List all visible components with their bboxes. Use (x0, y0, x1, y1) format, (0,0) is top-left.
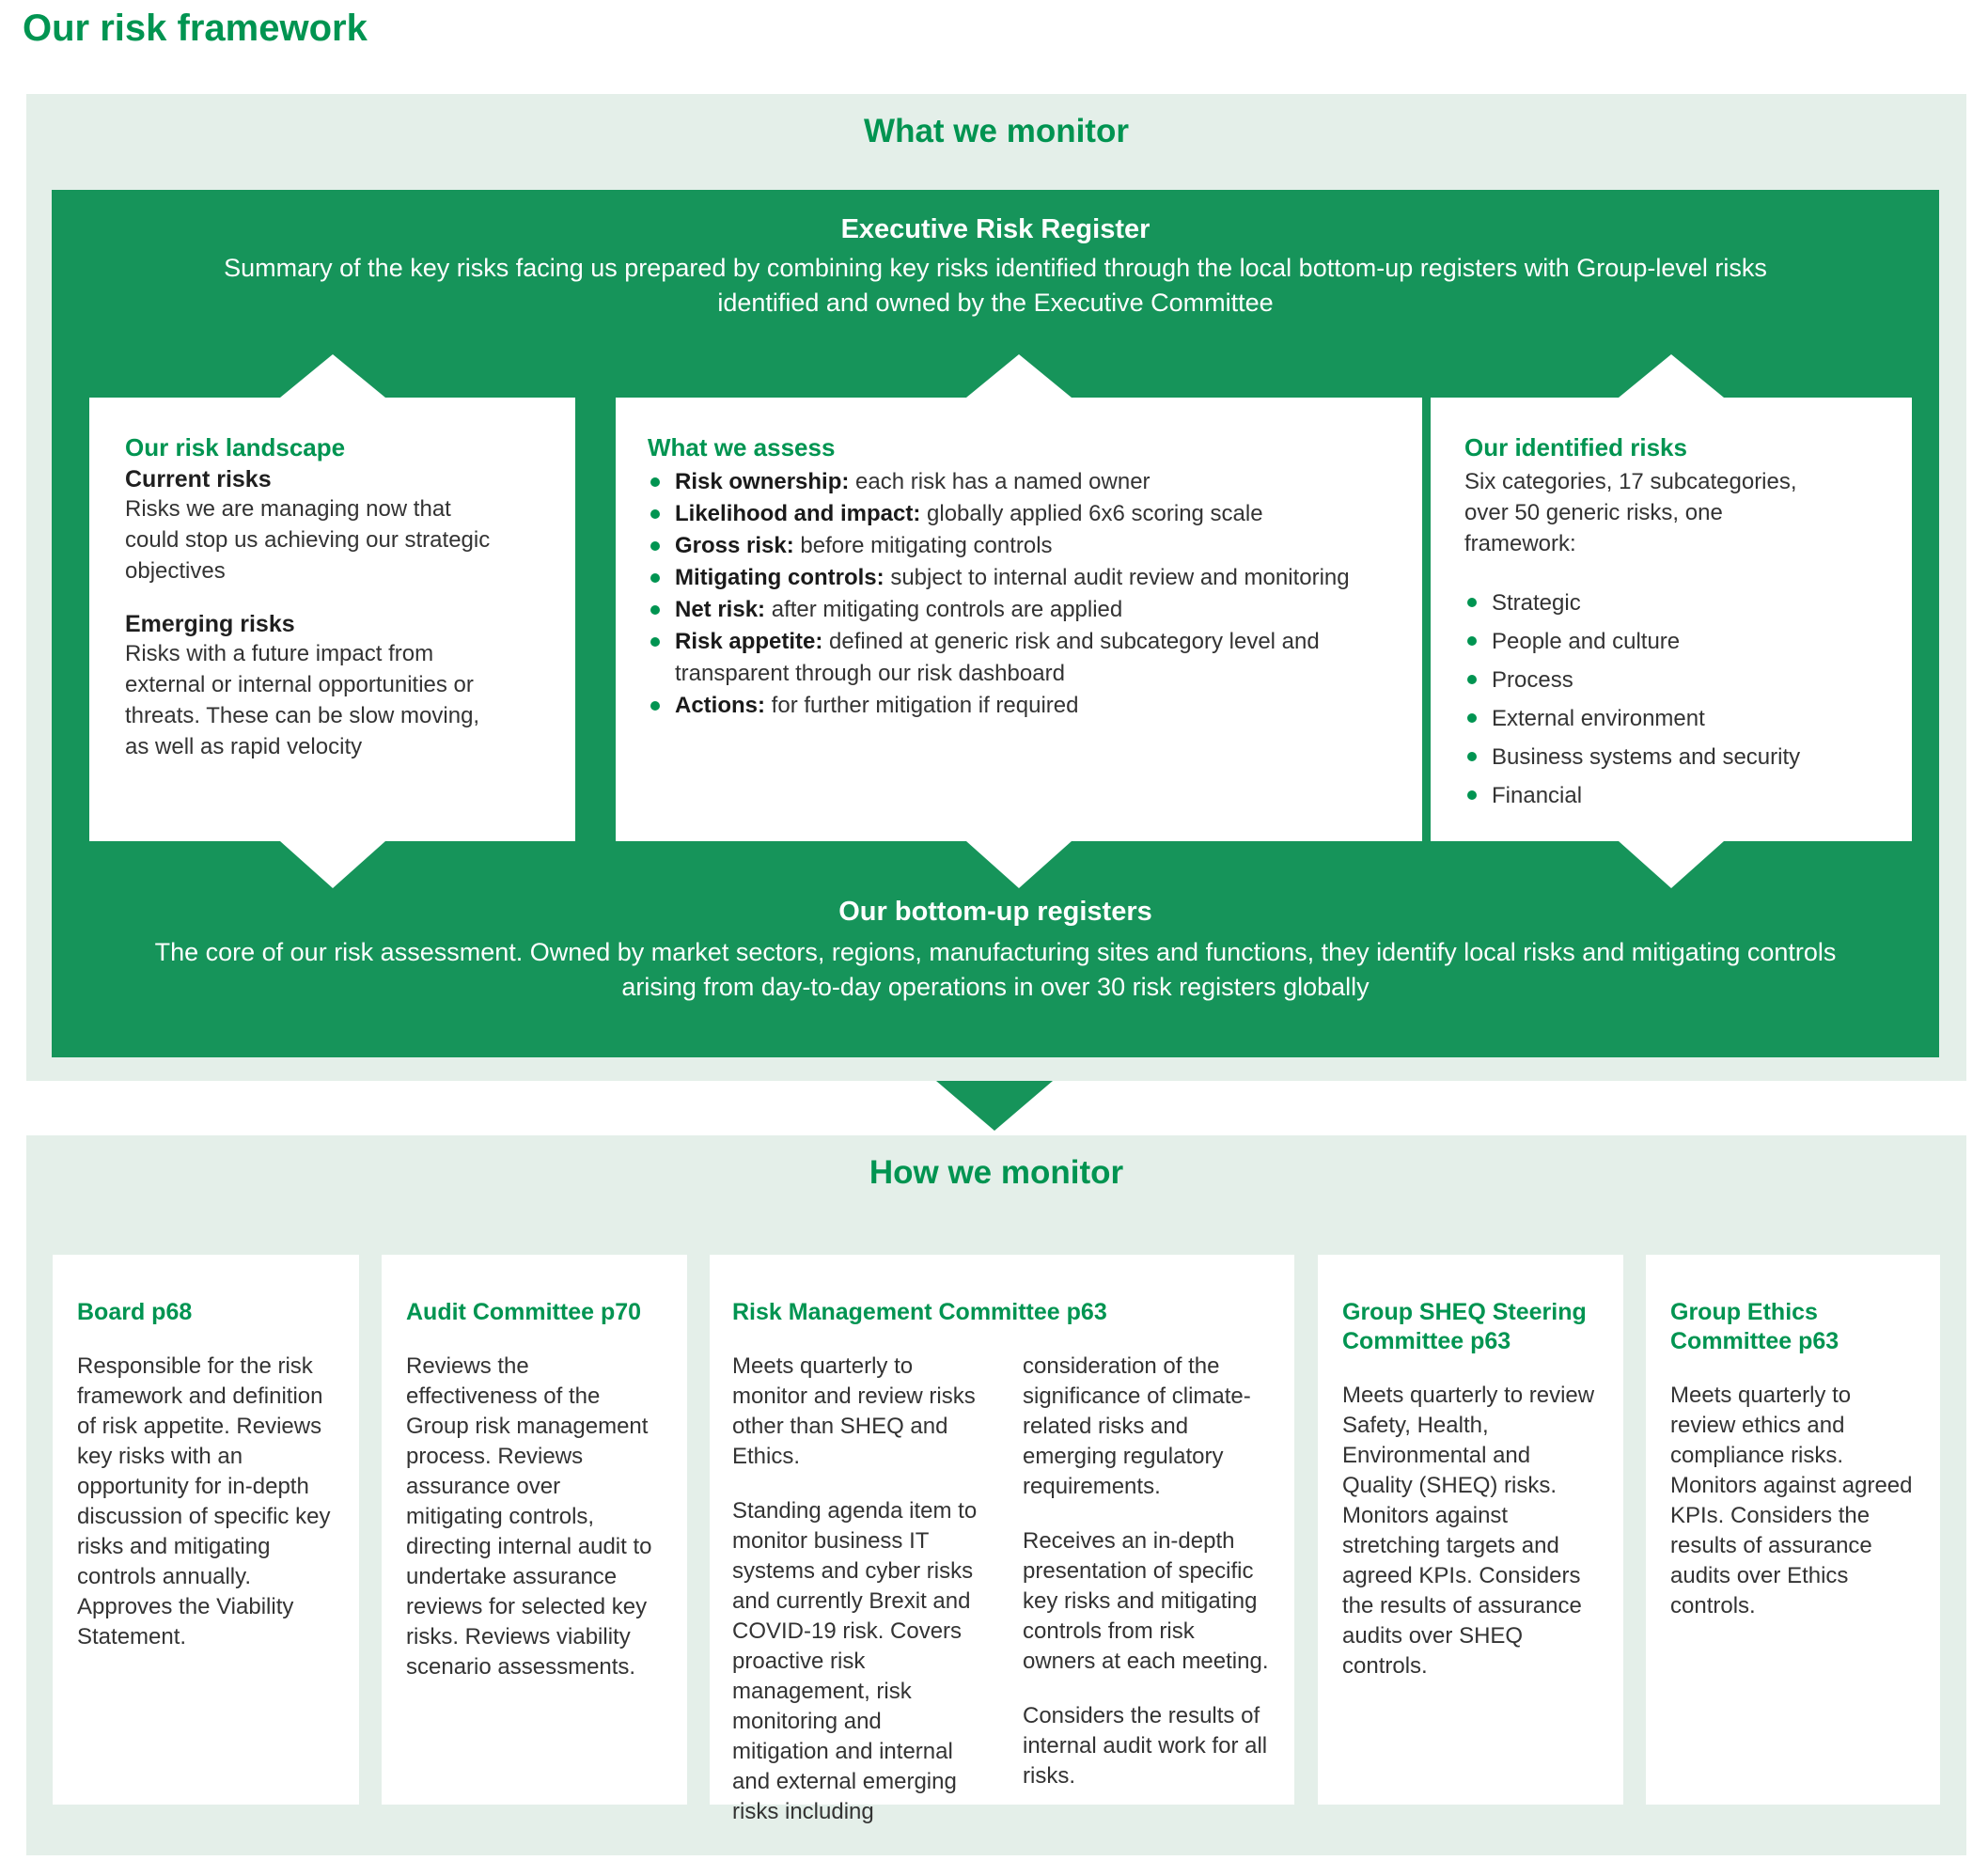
rmc-paragraph: consideration of the significance of cli… (1023, 1353, 1251, 1499)
audit-committee-title: Audit Committee p70 (406, 1299, 642, 1325)
assess-bullet: Risk ownership: each risk has a named ow… (648, 466, 1394, 498)
identified-risks-intro: Six categories, 17 subcategories, over 5… (1464, 469, 1797, 556)
bottom-up-registers-title: Our bottom-up registers (838, 897, 1152, 927)
board-title: Board p68 (77, 1299, 193, 1325)
assess-bullet: Gross risk: before mitigating controls (648, 530, 1394, 562)
how-we-monitor-panel: How we monitor Board p68 Responsible for… (26, 1135, 1966, 1855)
current-risks-text: Risks we are managing now that could sto… (125, 496, 491, 584)
page-title: Our risk framework (23, 8, 368, 49)
risk-landscape-box: Our risk landscape Current risks Risks w… (89, 398, 575, 841)
bullet-dot-icon (650, 541, 660, 551)
assess-bullet: Risk appetite: defined at generic risk a… (648, 626, 1394, 690)
bullet-dot-icon (1467, 752, 1477, 761)
list-item: Process (1464, 664, 1884, 696)
emerging-risks-title: Emerging risks (125, 611, 295, 637)
bottom-up-registers-section: Our bottom-up registers The core of our … (52, 897, 1939, 1005)
list-item: Business systems and security (1464, 742, 1884, 773)
how-we-monitor-heading: How we monitor (869, 1154, 1124, 1191)
audit-committee-box: Audit Committee p70 Reviews the effectiv… (382, 1255, 687, 1805)
executive-risk-register-title: Executive Risk Register (840, 214, 1151, 244)
assess-bullet: Net risk: after mitigating controls are … (648, 594, 1394, 626)
bullet-dot-icon (650, 701, 660, 711)
board-text: Responsible for the risk framework and d… (77, 1353, 331, 1649)
rmc-column-1: Meets quarterly to monitor and review ri… (732, 1352, 981, 1852)
bullet-dot-icon (1467, 713, 1477, 723)
risk-management-committee-box: Risk Management Committee p63 Meets quar… (710, 1255, 1294, 1824)
bottom-up-registers-description: The core of our risk assessment. Owned b… (154, 938, 1837, 1001)
rmc-paragraph: Considers the results of internal audit … (1023, 1703, 1268, 1789)
assess-bullet: Mitigating controls: subject to internal… (648, 562, 1394, 594)
what-we-monitor-panel: What we monitor Executive Risk Register … (26, 94, 1966, 1081)
bullet-dot-icon (1467, 636, 1477, 646)
identified-risks-box: Our identified risks Six categories, 17 … (1431, 398, 1912, 841)
bullet-dot-icon (1467, 598, 1477, 607)
rmc-paragraph: Receives an in-depth presentation of spe… (1023, 1528, 1269, 1674)
group-sheq-steering-committee-box: Group SHEQ Steering Committee p63 Meets … (1318, 1255, 1623, 1805)
bullet-dot-icon (650, 573, 660, 583)
bullet-dot-icon (650, 477, 660, 487)
identified-risks-list: Strategic People and culture Process Ext… (1464, 587, 1884, 811)
board-box: Board p68 Responsible for the risk frame… (53, 1255, 359, 1805)
assess-bullet: Likelihood and impact: globally applied … (648, 498, 1394, 530)
emerging-risks-text: Risks with a future impact from external… (125, 641, 480, 759)
risk-management-committee-title: Risk Management Committee p63 (732, 1299, 1107, 1325)
executive-risk-register-box: Executive Risk Register Summary of the k… (52, 190, 1939, 1057)
list-item: People and culture (1464, 626, 1884, 657)
what-we-assess-heading: What we assess (648, 433, 836, 461)
audit-committee-text: Reviews the effectiveness of the Group r… (406, 1353, 652, 1680)
bullet-dot-icon (650, 637, 660, 647)
group-sheq-steering-committee-title: Group SHEQ Steering Committee p63 (1342, 1299, 1587, 1354)
group-ethics-text: Meets quarterly to review ethics and com… (1670, 1383, 1913, 1618)
executive-risk-register-description: Summary of the key risks facing us prepa… (224, 254, 1767, 317)
bullet-dot-icon (650, 509, 660, 519)
list-item: External environment (1464, 703, 1884, 734)
list-item: Strategic (1464, 587, 1884, 618)
current-risks-title: Current risks (125, 466, 272, 492)
identified-risks-heading: Our identified risks (1464, 433, 1687, 461)
down-arrow-icon (936, 1081, 1053, 1131)
bullet-dot-icon (1467, 675, 1477, 684)
group-ethics-committee-title: Group Ethics Committee p63 (1670, 1299, 1839, 1354)
risk-landscape-heading: Our risk landscape (125, 433, 346, 461)
bullet-dot-icon (650, 605, 660, 615)
group-sheq-text: Meets quarterly to review Safety, Health… (1342, 1383, 1595, 1679)
rmc-column-2: consideration of the significance of cli… (1023, 1352, 1272, 1852)
list-item: Financial (1464, 780, 1884, 811)
rmc-paragraph: Meets quarterly to monitor and review ri… (732, 1353, 976, 1469)
what-we-monitor-heading: What we monitor (864, 113, 1129, 149)
rmc-paragraph: Standing agenda item to monitor business… (732, 1498, 978, 1824)
bullet-dot-icon (1467, 790, 1477, 800)
group-ethics-committee-box: Group Ethics Committee p63 Meets quarter… (1646, 1255, 1940, 1805)
what-we-assess-box: What we assess Risk ownership: each risk… (616, 398, 1422, 841)
assess-bullet: Actions: for further mitigation if requi… (648, 690, 1394, 722)
